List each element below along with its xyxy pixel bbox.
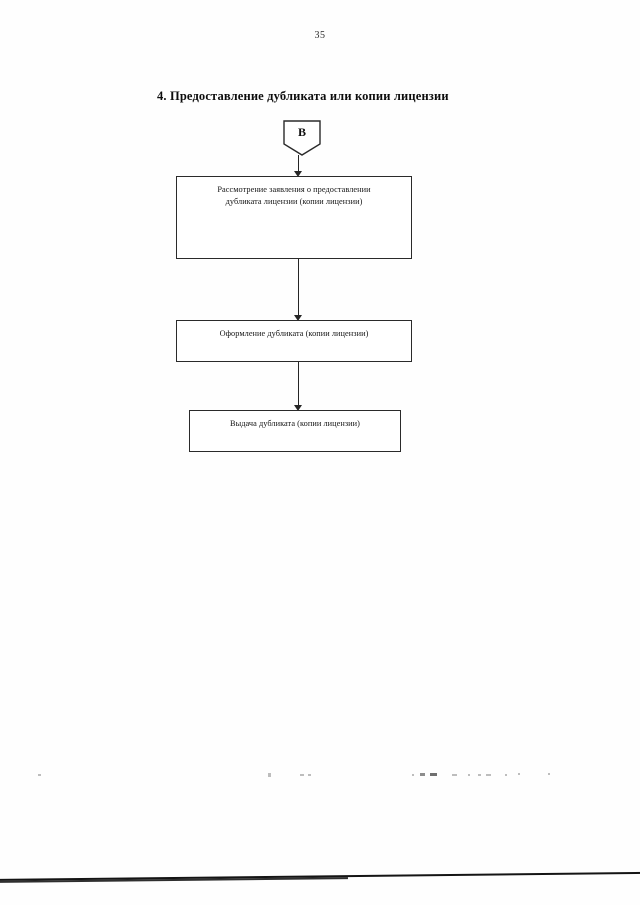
arrow-issue-to-deliver (293, 362, 304, 411)
arrow-head-icon (294, 171, 302, 177)
flow-node-issue-line1: Оформление дубликата (копии лицензии) (219, 329, 369, 338)
arrow-shaft (298, 155, 299, 171)
page-number: 35 (314, 30, 326, 41)
arrow-shaft (298, 259, 299, 315)
flow-node-issue-text: Оформление дубликата (копии лицензии) (177, 321, 411, 340)
flow-node-deliver-text: Выдача дубликата (копии лицензии) (190, 411, 400, 430)
connector-label: B (297, 125, 306, 139)
flow-node-review: Рассмотрение заявления о предоставлении … (176, 176, 412, 259)
flow-node-review-line1: Рассмотрение заявления о предоставлении (217, 185, 371, 194)
flow-node-deliver: Выдача дубликата (копии лицензии) (189, 410, 401, 452)
arrow-head-icon (294, 315, 302, 321)
flow-node-review-line2: дубликата лицензии (копии лицензии) (225, 196, 363, 206)
arrow-head-icon (294, 405, 302, 411)
section-title: 4. Предоставление дубликата или копии ли… (157, 89, 449, 103)
flow-connector-b: B (283, 120, 321, 156)
flow-node-deliver-line1: Выдача дубликата (копии лицензии) (230, 419, 360, 428)
arrow-shaft (298, 362, 299, 405)
arrow-connector-to-review (293, 155, 304, 177)
pentagon-connector-icon (283, 120, 321, 156)
scan-speckles (0, 770, 640, 780)
arrow-review-to-issue (293, 259, 304, 321)
flow-node-issue: Оформление дубликата (копии лицензии) (176, 320, 412, 362)
flow-node-review-text: Рассмотрение заявления о предоставлении … (177, 177, 411, 207)
